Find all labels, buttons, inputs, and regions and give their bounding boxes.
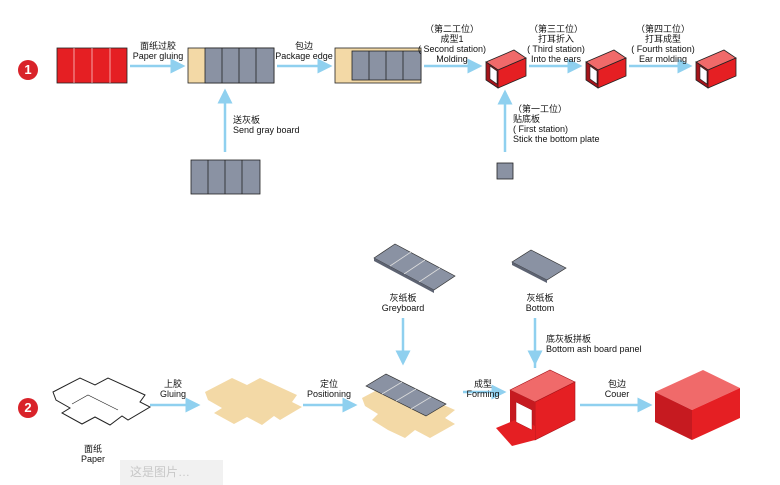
label-forming: 成型 Forming: [460, 379, 506, 399]
label-gluing-en: Gluing: [159, 389, 186, 399]
label-bottom-en: Bottom: [525, 303, 555, 313]
label-third-station-en2: Into the ears: [530, 54, 582, 64]
glued-strip-with-board: [187, 47, 275, 84]
label-third-station-en1: ( Third station): [527, 44, 585, 54]
label-first-station-en1: ( First station): [513, 124, 569, 134]
greyboard-shape: [373, 243, 456, 293]
label-fourth-station-en1: ( Fourth station): [631, 44, 695, 54]
box-ear-molding: [695, 49, 737, 89]
red-paper-strip: [56, 47, 128, 84]
paper-outline: [52, 377, 152, 426]
label-positioning-en: Positioning: [306, 389, 352, 399]
bottom-plate: [496, 162, 514, 180]
forming-shape: [496, 369, 576, 446]
label-gluing-zh: 上胶: [163, 379, 182, 389]
label-send-gray-board: 送灰板 Send gray board: [233, 115, 300, 135]
label-bottom-panel-en: Bottom ash board panel: [546, 344, 642, 354]
label-fourth-station-en2: Ear molding: [638, 54, 688, 64]
label-first-station-en2: Stick the bottom plate: [513, 134, 600, 144]
label-bottom: 灰纸板 Bottom: [510, 293, 570, 313]
label-paper: 面纸 Paper: [68, 444, 118, 464]
label-bottom-panel-zh: 底灰板拼板: [546, 334, 592, 344]
label-second-station-en2: Molding: [436, 54, 468, 64]
label-couer-zh: 包边: [607, 379, 626, 389]
label-couer-en: Couer: [604, 389, 630, 399]
label-positioning-zh: 定位: [319, 379, 338, 389]
label-paper-gluing: 面纸过胶 Paper gluing: [128, 41, 188, 61]
label-first-station-zh2: 贴底板: [513, 114, 541, 124]
glued-paper: [205, 378, 302, 425]
watermark-overlay: 这是图片…: [120, 460, 223, 485]
label-third-station-zh2: 打耳折入: [537, 34, 574, 44]
final-box: [655, 370, 740, 440]
label-greyboard-zh: 灰纸板: [389, 293, 417, 303]
bottom-shape: [511, 249, 567, 283]
label-fourth-station: （第四工位） 打耳成型 ( Fourth station) Ear moldin…: [628, 24, 698, 64]
label-forming-en: Forming: [466, 389, 500, 399]
label-forming-zh: 成型: [473, 379, 492, 389]
label-second-station-zh1: （第二工位）: [424, 24, 479, 34]
label-paper-gluing-zh: 面纸过胶: [139, 41, 176, 51]
box-into-ears: [585, 49, 627, 89]
gray-board-pieces: [190, 159, 261, 195]
label-couer: 包边 Couer: [592, 379, 642, 399]
edged-strip: [334, 47, 422, 84]
label-package-edge: 包边 Package edge: [272, 41, 336, 61]
label-third-station: （第三工位） 打耳折入 ( Third station) Into the ea…: [522, 24, 590, 64]
label-fourth-station-zh1: （第四工位）: [635, 24, 690, 34]
label-send-gray-board-en: Send gray board: [233, 125, 300, 135]
label-package-edge-en: Package edge: [275, 51, 333, 61]
label-bottom-zh: 灰纸板: [526, 293, 554, 303]
label-second-station-en1: ( Second station): [418, 44, 487, 54]
section-number-2: 2: [18, 398, 38, 418]
box-molding-1: [485, 49, 527, 89]
label-send-gray-board-zh: 送灰板: [233, 115, 261, 125]
label-first-station: （第一工位） 贴底板 ( First station) Stick the bo…: [513, 104, 600, 144]
label-paper-en: Paper: [80, 454, 106, 464]
label-fourth-station-zh2: 打耳成型: [644, 34, 681, 44]
label-paper-gluing-en: Paper gluing: [132, 51, 184, 61]
label-first-station-zh1: （第一工位）: [513, 104, 568, 114]
label-third-station-zh1: （第三工位）: [528, 24, 583, 34]
label-greyboard-en: Greyboard: [381, 303, 425, 313]
label-positioning: 定位 Positioning: [302, 379, 356, 399]
label-package-edge-zh: 包边: [294, 41, 313, 51]
label-second-station-zh2: 成型1: [440, 34, 464, 44]
section-number-1: 1: [18, 60, 38, 80]
label-greyboard: 灰纸板 Greyboard: [373, 293, 433, 313]
label-gluing: 上胶 Gluing: [148, 379, 198, 399]
label-second-station: （第二工位） 成型1 ( Second station) Molding: [418, 24, 486, 64]
label-bottom-panel: 底灰板拼板 Bottom ash board panel: [546, 334, 642, 354]
label-paper-zh: 面纸: [83, 444, 102, 454]
positioned-board: [362, 373, 455, 438]
